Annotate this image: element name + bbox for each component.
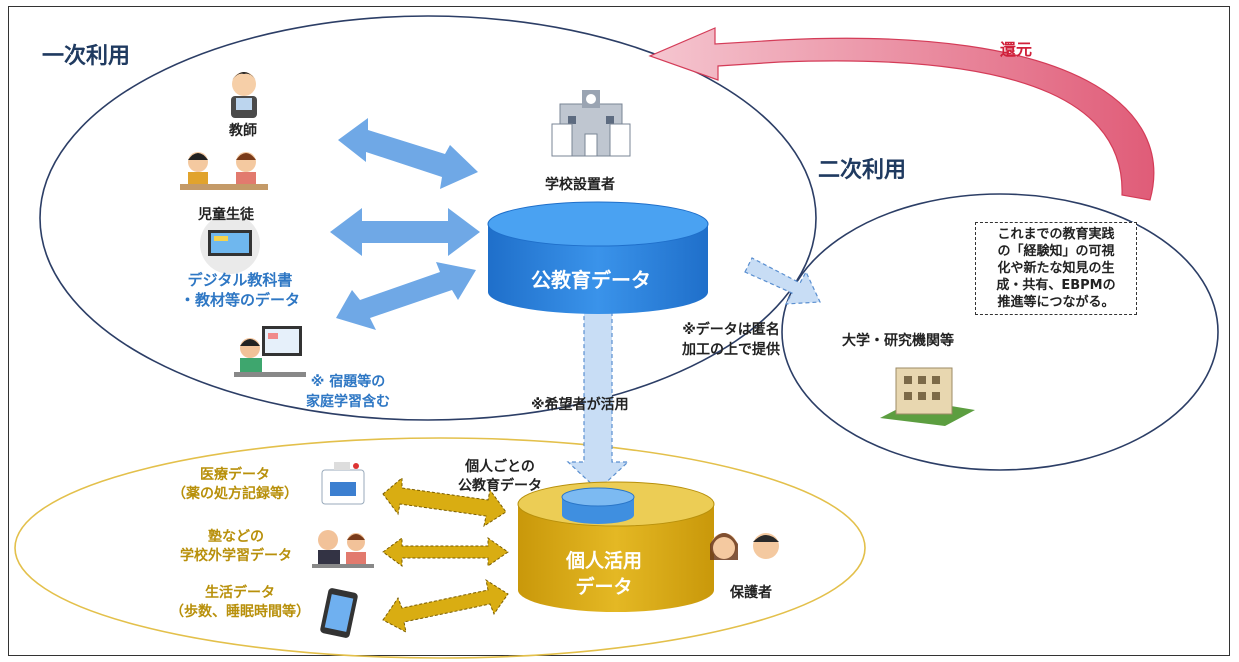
homework-icon [234,326,306,377]
personal-data-ellipse [14,437,866,659]
medical-line1: 医療データ [200,467,270,483]
digital-double-arrow [336,262,476,330]
note-line: 化や新たな知見の生 [997,261,1115,276]
medical-icon [321,462,365,505]
medical-line2: （薬の処方記録等） [172,486,298,502]
student-double-arrow [330,208,480,256]
personal-data-label: 個人活用 データ [566,548,642,600]
university-label: 大学・研究機関等 [842,333,954,349]
medical-double-arrow [382,476,507,528]
medical-data-label: 医療データ （薬の処方記録等） [172,466,298,504]
primary-use-ellipse [39,15,817,421]
students-icon [180,152,268,190]
school-board-label: 学校設置者 [545,177,615,193]
cram-double-arrow [382,537,509,567]
university-dashed-arrow [744,257,821,305]
homework-line2: 家庭学習含む [306,394,390,410]
digital-textbook-line2: ・教材等のデータ [180,291,301,309]
guardians-icon [710,533,779,560]
teacher-icon [231,72,257,118]
cram-line2: 学校外学習データ [180,548,292,564]
teacher-double-arrow [338,118,478,189]
secondary-use-ellipse [781,193,1219,471]
life-data-label: 生活データ （歩数、睡眠時間等） [170,584,310,622]
return-arrow [648,27,1155,201]
anonymized-line2: 加工の上で提供 [682,342,780,358]
students-label: 児童生徒 [198,207,254,223]
anonymized-line1: ※データは匿名 [682,322,780,338]
life-line1: 生活データ [205,585,275,601]
teacher-label: 教師 [229,123,257,139]
down-dashed-arrow [566,311,630,491]
secondary-use-title: 二次利用 [818,158,907,183]
cram-line1: 塾などの [208,529,264,545]
life-line2: （歩数、睡眠時間等） [170,604,310,620]
return-label: 還元 [1000,40,1033,59]
university-icon [880,367,975,426]
note-line: の「経験知」の可視 [997,244,1115,259]
life-double-arrow [382,578,509,633]
note-line: 成・共有、EBPMの [996,278,1116,293]
diagram-frame [8,6,1230,656]
digital-textbook-line1: デジタル教科書 [187,271,293,289]
primary-use-title: 一次利用 [42,44,131,69]
personal-data-cylinder [517,481,715,612]
note-line: 推進等につながる。 [997,295,1115,310]
school-icon [551,90,631,157]
personal-line2: データ [575,576,633,598]
individual-line1: 個人ごとの [465,459,535,475]
homework-line1: ※ 宿題等の [310,374,386,390]
individual-data-label: 個人ごとの 公教育データ [458,458,542,496]
smartphone-icon [320,588,358,638]
cram-data-label: 塾などの 学校外学習データ [180,528,292,566]
digital-textbook-label: デジタル教科書 ・教材等のデータ [180,270,300,310]
individual-line2: 公教育データ [458,478,542,494]
public-data-label: 公教育データ [531,268,651,292]
anonymized-note: ※データは匿名 加工の上で提供 [682,320,780,360]
public-data-cylinder [487,201,709,314]
homework-label: ※ 宿題等の 家庭学習含む [306,372,390,412]
personal-line1: 個人活用 [566,550,643,572]
secondary-use-note: これまでの教育実践 の「経験知」の可視 化や新たな知見の生 成・共有、EBPMの… [975,222,1137,315]
digital-textbook-icon [200,214,260,274]
cram-icon [312,530,374,568]
volunteer-note: ※希望者が活用 [531,397,629,413]
guardian-label: 保護者 [730,585,772,601]
note-line: これまでの教育実践 [997,227,1115,242]
